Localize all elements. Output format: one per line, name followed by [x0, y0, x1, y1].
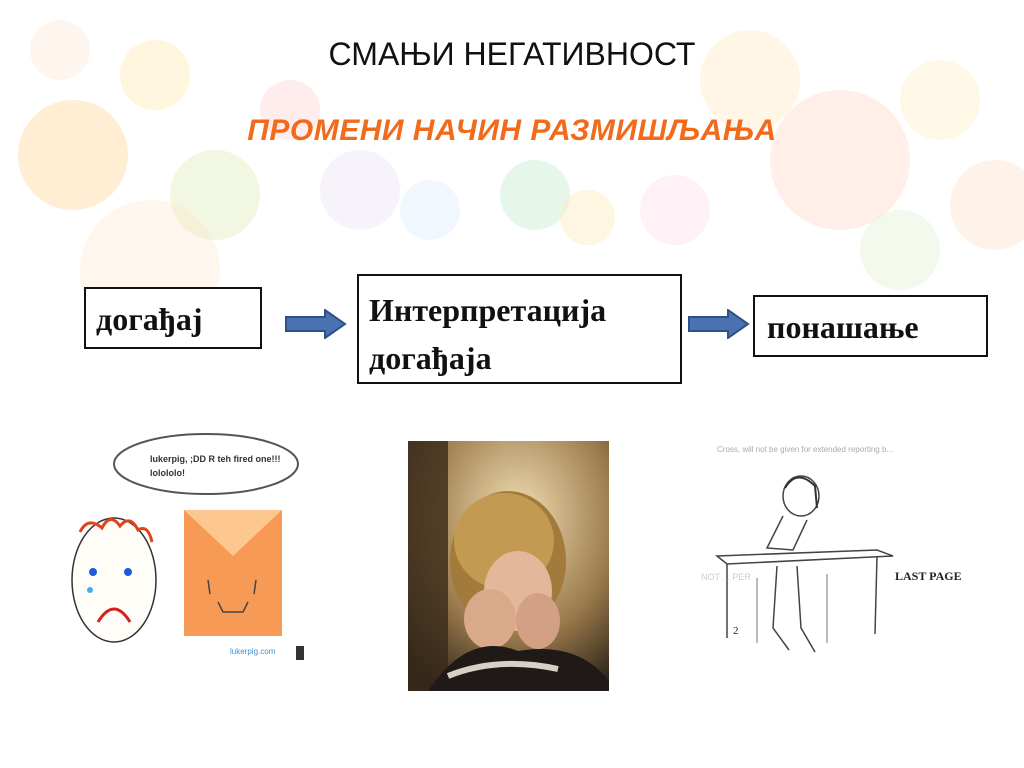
- sketch-image: Cross, will not be given for extended re…: [697, 438, 982, 660]
- svg-text:lolololo!: lolololo!: [150, 468, 185, 478]
- slide-subtitle: ПРОМЕНИ НАЧИН РАЗМИШЉАЊА: [247, 114, 777, 147]
- behavior-box: понашање: [753, 295, 988, 357]
- event-box: догађај: [84, 287, 262, 349]
- sketch-header-text: Cross, will not be given for extended re…: [717, 445, 893, 454]
- slide-title: СМАЊИ НЕГАТИВНОСТ: [328, 36, 696, 72]
- behavior-label: понашање: [767, 309, 919, 345]
- sketch-caption-text: LAST PAGE: [895, 569, 962, 583]
- comic-image: lukerpig, ;DD R teh fired one!!! lololol…: [58, 432, 304, 660]
- child-photo: [408, 441, 609, 691]
- sketch-page-number: 2: [733, 625, 739, 637]
- interpretation-box: Интерпретација догађаја: [357, 274, 682, 384]
- comic-speech-text: lukerpig, ;DD R teh fired one!!!: [150, 454, 281, 464]
- interpretation-label-line2: догађаја: [369, 340, 492, 376]
- event-label: догађај: [96, 301, 203, 337]
- svg-text:NOT ... PER: NOT ... PER: [701, 572, 751, 582]
- interpretation-label-line1: Интерпретација: [369, 292, 607, 328]
- arrow-right-icon: [688, 309, 750, 339]
- comic-credit-text: lukerpig.com: [230, 647, 276, 656]
- arrow-right-icon: [285, 309, 347, 339]
